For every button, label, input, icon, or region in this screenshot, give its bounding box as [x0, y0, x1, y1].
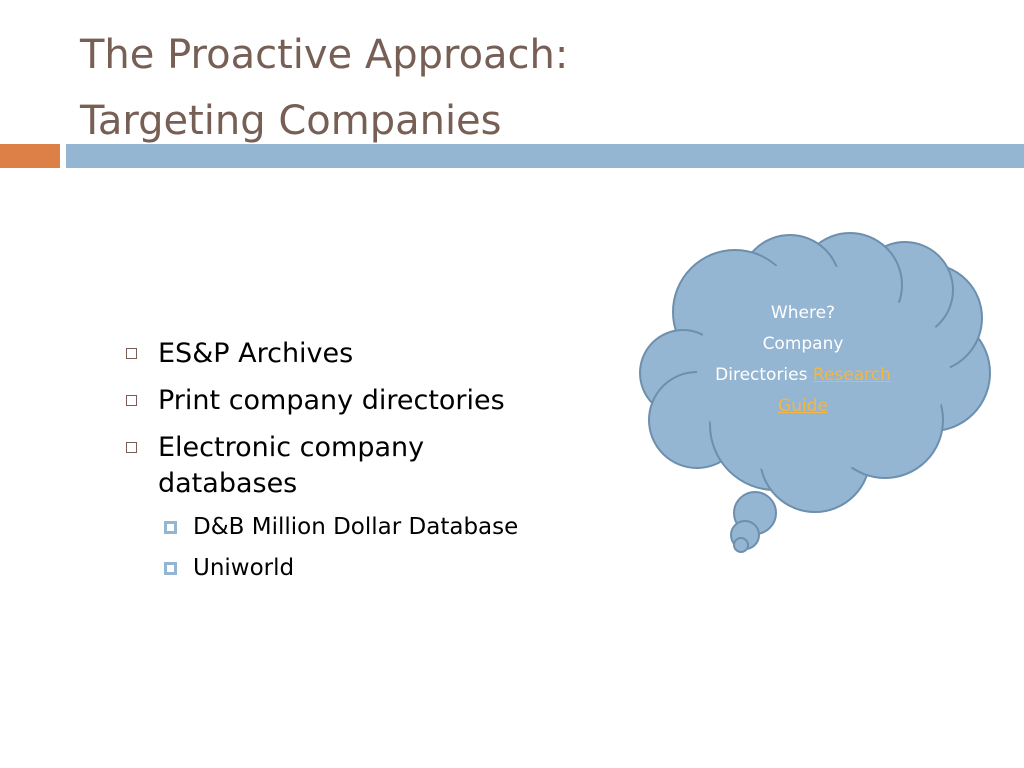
bullet-text: Electronic company databases — [158, 432, 425, 499]
bullet-text: Print company directories — [158, 385, 505, 416]
bullet-item: Print company directories — [124, 383, 624, 419]
callout-line-3-prefix: Directories — [715, 365, 813, 385]
sub-bullet-item: D&B Million Dollar Database — [158, 510, 518, 544]
bullet-item: ES&P Archives — [124, 336, 624, 372]
sub-bullet-list: D&B Million Dollar Database Uniworld — [158, 510, 518, 585]
accent-bar-blue — [66, 144, 1024, 168]
research-guide-link[interactable]: Research Guide — [778, 365, 891, 416]
square-bullet-icon — [126, 442, 137, 453]
accent-bar-orange — [0, 144, 60, 168]
slide-title-line-2: Targeting Companies — [80, 98, 502, 144]
bullet-text: ES&P Archives — [158, 338, 354, 369]
sub-bullet-item: Uniworld — [158, 551, 488, 585]
callout-line-3: Directories Research Guide — [690, 360, 916, 422]
thought-bubble-text: Where? Company Directories Research Guid… — [690, 298, 916, 422]
callout-line-2: Company — [762, 334, 844, 354]
filled-square-bullet-icon — [164, 562, 177, 575]
bullet-list: ES&P Archives Print company directories … — [124, 336, 624, 596]
square-bullet-icon — [126, 395, 137, 406]
callout-line-1: Where? — [770, 303, 836, 323]
slide-title: The Proactive Approach: Targeting Compan… — [80, 22, 568, 154]
sub-bullet-text: Uniworld — [193, 555, 295, 581]
slide-title-line-1: The Proactive Approach: — [80, 32, 569, 78]
square-bullet-icon — [126, 348, 137, 359]
bullet-item: Electronic company databases D&B Million… — [124, 430, 518, 585]
sub-bullet-text: D&B Million Dollar Database — [193, 514, 519, 540]
filled-square-bullet-icon — [164, 521, 177, 534]
